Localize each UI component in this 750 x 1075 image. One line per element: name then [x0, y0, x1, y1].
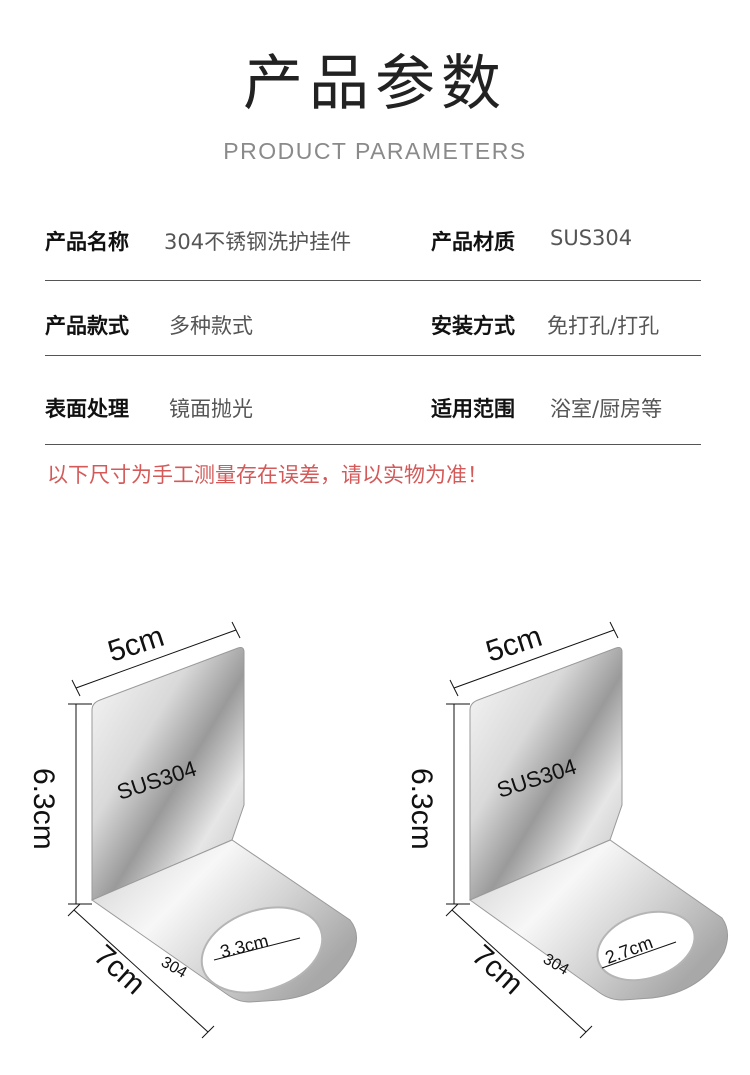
param-label-name: 产品名称: [45, 230, 129, 254]
param-value-material: SUS304: [550, 226, 633, 250]
param-row-1: 产品名称 304不锈钢洗护挂件 产品材质 SUS304: [45, 226, 701, 281]
bracket-vertical-plate: [469, 647, 623, 901]
param-row-3: 表面处理 镜面抛光 适用范围 浴室/厨房等: [45, 393, 701, 445]
param-label-surface: 表面处理: [45, 397, 129, 421]
depth-label: 7cm: [87, 939, 151, 1001]
param-label-install: 安装方式: [431, 314, 515, 338]
height-label: 6.3cm: [27, 768, 60, 850]
bracket-hole: [200, 906, 324, 994]
width-label: 5cm: [104, 620, 168, 669]
product-diagram-1: SUS304 304 5cm 6.3cm 7cm 3.3cm: [27, 620, 357, 1039]
param-label-style: 产品款式: [45, 314, 129, 338]
page-subtitle: PRODUCT PARAMETERS: [223, 138, 527, 164]
measurement-note: 以下尺寸为手工测量存在误差，请以实物为准！: [47, 463, 488, 487]
param-value-install: 免打孔/打孔: [547, 314, 660, 338]
bracket-vertical-plate: [91, 647, 245, 901]
bracket-hole: [596, 910, 696, 982]
height-label: 6.3cm: [405, 768, 438, 850]
page-title: 产品参数: [243, 49, 507, 119]
param-value-name: 304不锈钢洗护挂件: [164, 230, 352, 254]
param-value-surface: 镜面抛光: [169, 397, 253, 421]
divider: [45, 355, 701, 356]
param-value-scope: 浴室/厨房等: [550, 397, 663, 421]
param-value-style: 多种款式: [169, 314, 253, 338]
divider: [45, 280, 701, 281]
divider: [45, 444, 701, 445]
depth-label: 7cm: [465, 939, 529, 1001]
param-label-scope: 适用范围: [431, 397, 515, 421]
param-row-2: 产品款式 多种款式 安装方式 免打孔/打孔: [45, 310, 701, 356]
width-label: 5cm: [482, 620, 546, 669]
product-diagram-2: SUS304 304 5cm 6.3cm 7cm 2.7cm: [405, 620, 728, 1039]
param-label-material: 产品材质: [431, 230, 515, 254]
